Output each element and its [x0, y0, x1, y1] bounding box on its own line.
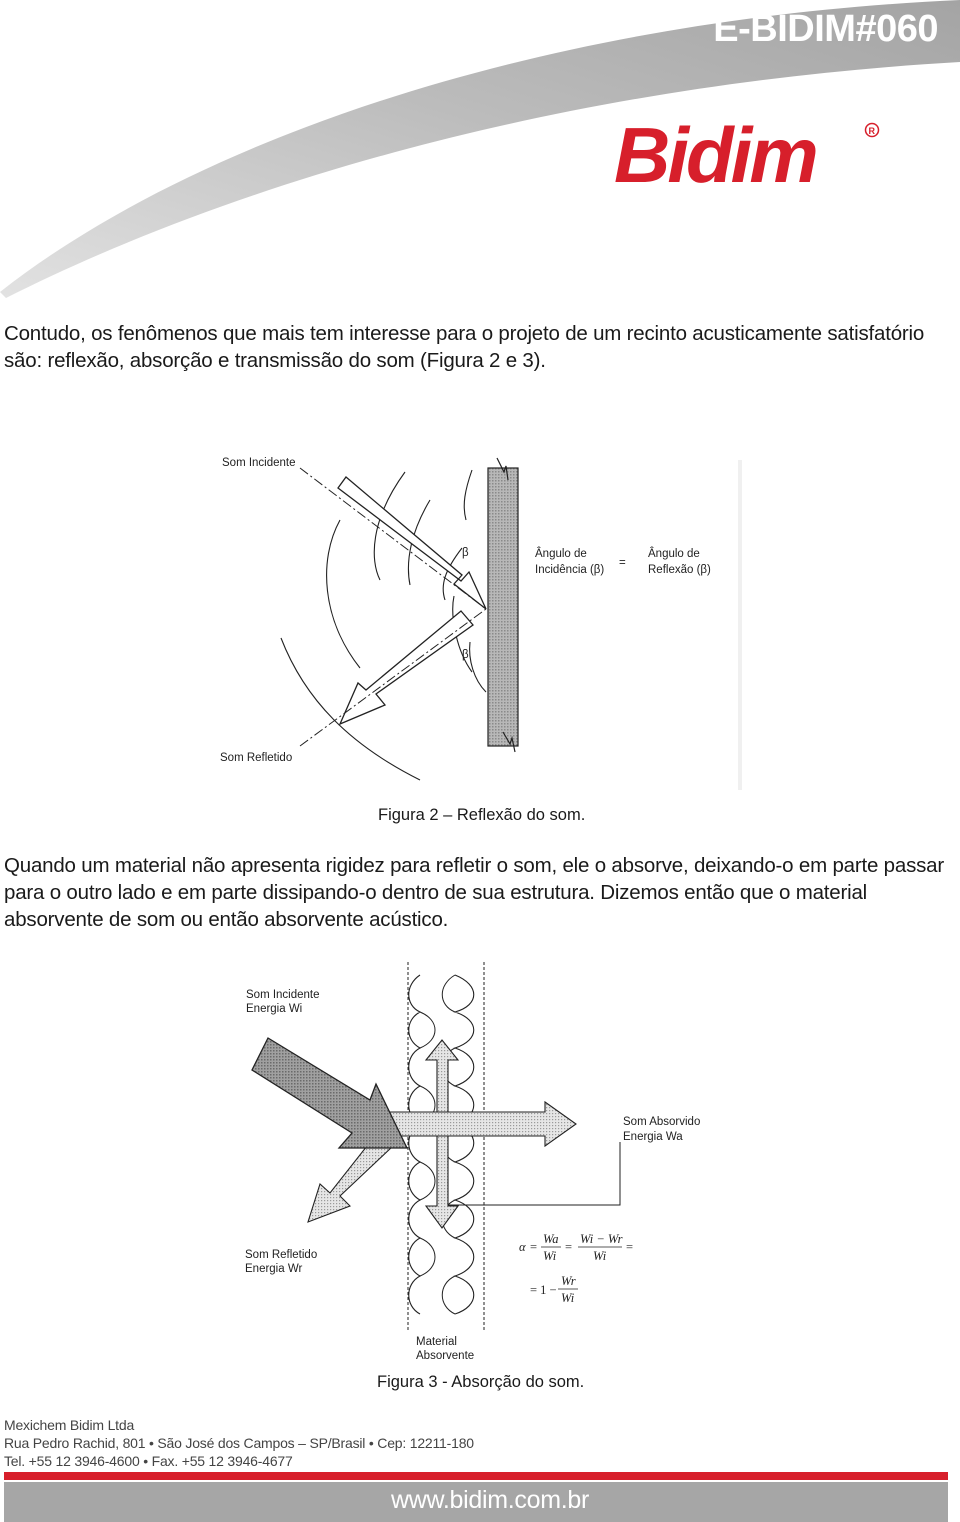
- footer-grey-bar: [4, 1482, 948, 1522]
- absorbent-material-wave-left: [408, 974, 422, 1315]
- svg-text:Wi: Wi: [593, 1249, 607, 1263]
- label-material-line1: Material: [416, 1336, 457, 1348]
- footer-address: Rua Pedro Rachid, 801 • São José dos Cam…: [4, 1435, 474, 1451]
- absorption-paragraph: Quando um material não apresenta rigidez…: [4, 854, 945, 931]
- figure2-caption: Figura 2 – Reflexão do som.: [378, 806, 586, 824]
- footer-red-bar: [4, 1472, 948, 1480]
- label-angle-reflection-1: Ângulo de: [648, 547, 700, 560]
- svg-text:Wr: Wr: [561, 1274, 576, 1288]
- label-absorbed-line2: Energia Wa: [623, 1131, 683, 1143]
- footer-contact: Mexichem Bidim Ltda Rua Pedro Rachid, 80…: [4, 1416, 474, 1470]
- label-angle-incidence-1: Ângulo de: [535, 547, 587, 560]
- absorbed-up-arrow: [424, 1039, 460, 1113]
- label-sound-reflected: Som Refletido: [220, 752, 292, 764]
- footer-company: Mexichem Bidim Ltda: [4, 1417, 135, 1433]
- svg-text:=: =: [626, 1240, 633, 1254]
- label-angle-reflection-2: Reflexão (β): [648, 564, 711, 576]
- figure-absorption-diagram: Som Incidente Energia Wi Som Absorvido E…: [245, 962, 700, 1362]
- website-link[interactable]: www.bidim.com.br: [391, 1486, 590, 1514]
- svg-text:=: =: [530, 1240, 537, 1254]
- svg-text:Bidim: Bidim: [614, 118, 816, 190]
- label-angle-incidence-2: Incidência (β): [535, 564, 604, 576]
- label-beta-incidence: β: [462, 547, 469, 559]
- reflected-energy-arrow: [307, 1131, 394, 1223]
- label-incident-line1: Som Incidente: [246, 989, 320, 1001]
- svg-text:Wi − Wr: Wi − Wr: [580, 1232, 623, 1246]
- reflecting-wall: [487, 467, 519, 747]
- document-code: E-BIDIM#060: [713, 8, 938, 50]
- label-absorbed-line1: Som Absorvido: [623, 1116, 700, 1128]
- label-sound-incident: Som Incidente: [222, 457, 296, 469]
- label-material-line2: Absorvente: [416, 1350, 474, 1362]
- svg-text:R: R: [869, 126, 876, 136]
- header-band: [0, 0, 960, 298]
- svg-text:Wi: Wi: [543, 1249, 557, 1263]
- svg-text:Wi: Wi: [561, 1291, 575, 1305]
- svg-text:=: =: [565, 1240, 572, 1254]
- absorbent-material-wave-right: [453, 974, 475, 1315]
- figure-reflection-diagram: Som Incidente Som Refletido β β Ângulo d…: [220, 457, 742, 790]
- absorbed-down-arrow: [424, 1123, 460, 1229]
- svg-text:= 1 −: = 1 −: [530, 1283, 557, 1297]
- absorption-formula: α = Wa Wi = Wi − Wr Wi = = 1 − Wr Wi: [519, 1232, 633, 1305]
- svg-text:α: α: [519, 1240, 526, 1254]
- label-incident-line2: Energia Wi: [246, 1003, 302, 1015]
- label-beta-reflection: β: [462, 649, 469, 661]
- bidim-logo: Bidim R: [614, 118, 880, 190]
- label-reflected-line1: Som Refletido: [245, 1249, 317, 1261]
- figure3-caption: Figura 3 - Absorção do som.: [377, 1373, 585, 1391]
- incident-energy-arrow: [251, 1037, 409, 1149]
- svg-text:Wa: Wa: [543, 1232, 559, 1246]
- footer-phone: Tel. +55 12 3946-4600 • Fax. +55 12 3946…: [4, 1453, 293, 1469]
- label-reflected-line2: Energia Wr: [245, 1263, 302, 1275]
- intro-paragraph: Contudo, os fenômenos que mais tem inter…: [4, 322, 925, 372]
- incident-sound-arrow: [337, 476, 487, 610]
- label-equals: =: [619, 557, 626, 569]
